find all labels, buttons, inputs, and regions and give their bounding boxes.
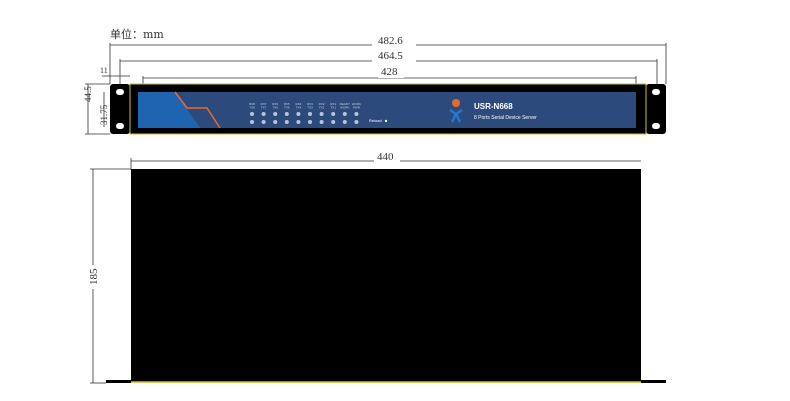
led-indicator bbox=[284, 120, 289, 124]
led-indicator bbox=[319, 120, 324, 124]
led-indicator bbox=[273, 112, 278, 116]
dim-height bbox=[85, 83, 110, 135]
reload-button[interactable] bbox=[384, 119, 388, 123]
led-indicator bbox=[261, 112, 266, 116]
dim-panel-width-label: 428 bbox=[381, 66, 398, 78]
led-indicator bbox=[354, 120, 359, 124]
dim-hole-spacing-label: 31.75 bbox=[99, 104, 109, 125]
led-indicator bbox=[250, 120, 254, 124]
dim-total-width-label: 482.6 bbox=[378, 35, 403, 47]
led-indicator bbox=[284, 112, 289, 116]
dim-ear-offset-label: 11 bbox=[100, 66, 108, 75]
unit-label: 单位：mm bbox=[110, 28, 164, 41]
reload-label: Reload bbox=[369, 118, 382, 123]
front-panel bbox=[110, 83, 666, 135]
led-indicator bbox=[250, 112, 254, 116]
dim-height-label: 44.5 bbox=[83, 86, 93, 102]
led-indicator bbox=[342, 120, 347, 124]
led-indicator bbox=[308, 112, 312, 116]
brand-logo-icon bbox=[449, 99, 463, 123]
dim-body-width-label: 440 bbox=[377, 151, 394, 163]
dim-ear-span-label: 464.5 bbox=[378, 50, 403, 62]
led-indicator bbox=[296, 120, 301, 124]
led-indicator bbox=[296, 112, 301, 116]
top-view-body bbox=[106, 169, 666, 383]
led-indicator bbox=[261, 120, 266, 124]
led-indicator bbox=[273, 120, 278, 124]
led-indicator bbox=[308, 120, 312, 124]
led-indicator bbox=[342, 112, 347, 116]
led-indicator bbox=[319, 112, 324, 116]
led-indicator bbox=[331, 112, 336, 116]
device-subtitle: 8 Ports Serial Device Server bbox=[474, 115, 537, 121]
device-model: USR-N668 bbox=[474, 102, 513, 111]
dim-depth-label: 185 bbox=[88, 268, 100, 285]
led-indicator bbox=[331, 120, 336, 124]
led-indicator bbox=[354, 112, 359, 116]
